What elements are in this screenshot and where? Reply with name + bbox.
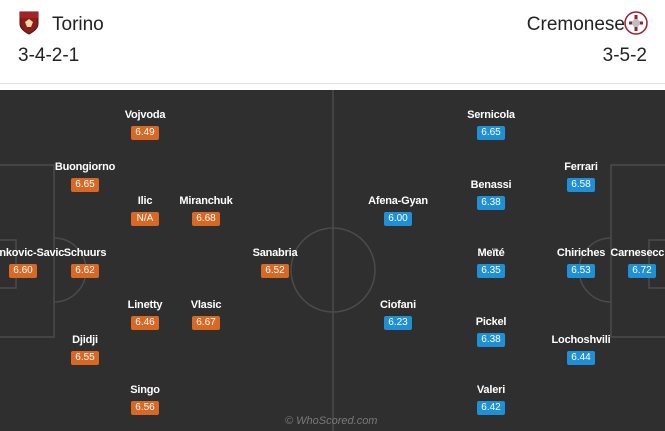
player-name: Vlasic (190, 299, 222, 311)
header-divider (0, 83, 665, 84)
player-carnesecchi[interactable]: Carnesecchi 6.72 (587, 246, 665, 278)
player-name: Valeri (476, 384, 506, 396)
player-name: Miranchuk (179, 195, 233, 207)
player-name: Sanabria (252, 247, 298, 259)
player-milinkovic-savic[interactable]: Milinkovic-Savic 6.60 (0, 246, 78, 278)
player-rating: 6.38 (477, 196, 505, 210)
player-ciofani[interactable]: Ciofani 6.23 (343, 298, 453, 330)
player-name: Meïté (477, 247, 505, 259)
away-formation: 3-5-2 (602, 45, 647, 66)
player-name: Chiriches (556, 247, 606, 259)
player-rating: 6.58 (567, 178, 595, 192)
player-rating: 6.56 (131, 401, 159, 415)
player-name: Ferrari (564, 161, 598, 173)
player-name: Carnesecchi (610, 247, 665, 259)
player-name: Ciofani (380, 299, 416, 311)
player-rating: 6.72 (628, 264, 656, 278)
player-name: Afena-Gyan (368, 195, 428, 207)
player-name: Lochoshvili (551, 334, 611, 346)
player-rating: 6.42 (477, 401, 505, 415)
pitch: Vojvoda 6.49 Buongiorno 6.65 Ilic N/A Mi… (0, 90, 665, 431)
home-team-name[interactable]: Torino (52, 14, 104, 35)
player-name: Singo (130, 384, 160, 396)
player-rating: 6.65 (477, 126, 505, 140)
player-name: Linetty (127, 299, 163, 311)
player-chiriches[interactable]: Chiriches 6.53 (526, 246, 636, 278)
player-rating: 6.35 (477, 264, 505, 278)
player-lochoshvili[interactable]: Lochoshvili 6.44 (526, 333, 636, 365)
player-vlasic[interactable]: Vlasic 6.67 (151, 298, 261, 330)
player-afena-gyan[interactable]: Afena-Gyan 6.00 (343, 194, 453, 226)
player-rating: 6.52 (261, 264, 289, 278)
player-rating: 6.44 (567, 351, 595, 365)
player-sanabria[interactable]: Sanabria 6.52 (220, 246, 330, 278)
player-rating: 6.62 (71, 264, 99, 278)
player-rating: N/A (131, 212, 159, 226)
player-rating: 6.49 (131, 126, 159, 140)
player-meite[interactable]: Meïté 6.35 (436, 246, 546, 278)
home-formation: 3-4-2-1 (18, 45, 80, 66)
player-djidji[interactable]: Djidji 6.55 (30, 333, 140, 365)
player-rating: 6.46 (131, 316, 159, 330)
pitch-markings (0, 90, 665, 431)
player-name: Buongiorno (54, 161, 116, 173)
player-rating: 6.23 (384, 316, 412, 330)
player-buongiorno[interactable]: Buongiorno 6.65 (30, 160, 140, 192)
player-ferrari[interactable]: Ferrari 6.58 (526, 160, 636, 192)
player-name: Ilic (137, 195, 153, 207)
watermark: © WhoScored.com (285, 415, 378, 427)
player-name: Benassi (470, 179, 512, 191)
player-rating: 6.65 (71, 178, 99, 192)
player-name: Djidji (72, 334, 98, 346)
player-singo[interactable]: Singo 6.56 (90, 383, 200, 415)
player-ilic[interactable]: Ilic N/A (90, 194, 200, 226)
player-miranchuk[interactable]: Miranchuk 6.68 (151, 194, 261, 226)
player-rating: 6.67 (192, 316, 220, 330)
player-rating: 6.68 (192, 212, 220, 226)
player-name: Vojvoda (124, 109, 166, 121)
player-rating: 6.00 (384, 212, 412, 226)
player-vojvoda[interactable]: Vojvoda 6.49 (90, 108, 200, 140)
player-pickel[interactable]: Pickel 6.38 (436, 315, 546, 347)
match-header: Torino 3-4-2-1 Cremonese 3-5-2 (0, 0, 665, 90)
player-sernicola[interactable]: Sernicola 6.65 (436, 108, 546, 140)
player-name: Schuurs (63, 247, 107, 259)
player-rating: 6.53 (567, 264, 595, 278)
player-benassi[interactable]: Benassi 6.38 (436, 178, 546, 210)
player-name: Pickel (475, 316, 507, 328)
player-schuurs[interactable]: Schuurs 6.62 (30, 246, 140, 278)
player-name: Sernicola (467, 109, 515, 121)
player-name: Milinkovic-Savic (0, 247, 65, 259)
player-rating: 6.55 (71, 351, 99, 365)
player-valeri[interactable]: Valeri 6.42 (436, 383, 546, 415)
player-rating: 6.38 (477, 333, 505, 347)
away-team-name[interactable]: Cremonese (526, 14, 625, 35)
cremonese-crest-icon (624, 11, 648, 35)
player-rating: 6.60 (9, 264, 37, 278)
torino-crest-icon (19, 11, 39, 35)
player-linetty[interactable]: Linetty 6.46 (90, 298, 200, 330)
